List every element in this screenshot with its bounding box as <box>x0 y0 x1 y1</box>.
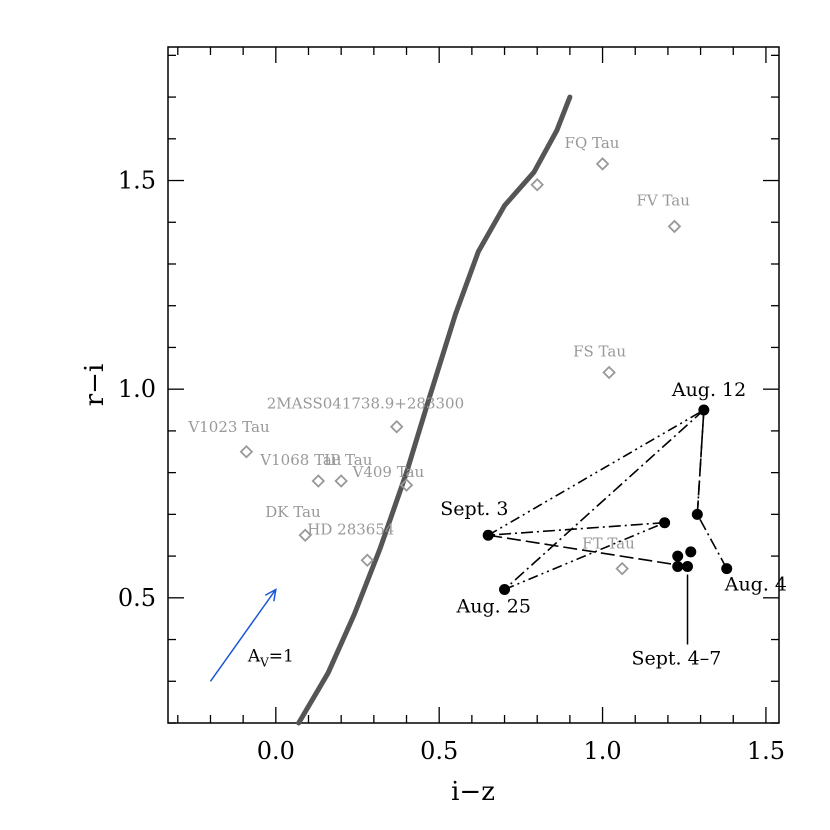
reddening-vector-layer: AV=1 <box>209 588 294 682</box>
star-label: FS Tau <box>573 342 626 360</box>
star-marker <box>389 419 404 434</box>
epoch-connector <box>696 409 705 515</box>
star-label: FV Tau <box>636 191 690 209</box>
y-tick-label: 0.5 <box>118 584 156 612</box>
epoch-label: Aug. 4 <box>724 574 787 596</box>
star-marker <box>360 553 375 568</box>
epoch-label: Sept. 3 <box>440 498 508 520</box>
star-marker <box>595 157 610 171</box>
axis-ticks <box>168 47 779 724</box>
epoch-label: Aug. 12 <box>671 379 746 401</box>
epochs-layer: Aug. 4 Aug. 12 Aug. 25 Sept. 3 Sept. 4–7 <box>440 379 787 669</box>
epoch-lines-layer <box>487 409 728 591</box>
epoch-connector <box>488 534 688 568</box>
star-label: IP Tau <box>324 451 373 469</box>
epoch-point <box>499 583 511 595</box>
epoch-point <box>721 563 733 575</box>
epoch-point <box>698 404 710 416</box>
stars-layer: FQ Tau FV Tau FS Tau 2MASS041738.9+283300V1… <box>187 134 690 576</box>
epoch-connector <box>487 409 705 536</box>
star-label: V409 Tau <box>352 463 425 481</box>
epoch-point <box>685 546 697 558</box>
star-label: FT Tau <box>582 535 635 553</box>
star-label: HD 283654 <box>307 520 394 538</box>
epoch-connector <box>488 521 665 537</box>
star-label: FQ Tau <box>565 134 620 152</box>
reddening-vector-label: AV=1 <box>247 646 294 669</box>
star-marker <box>311 474 326 488</box>
x-tick-label: 1.5 <box>747 737 785 765</box>
y-tick-label: 1.5 <box>118 167 156 195</box>
star-marker <box>239 444 254 459</box>
star-label: DK Tau <box>265 503 321 521</box>
y-axis-title: r−i <box>80 364 110 407</box>
star-marker <box>602 365 616 380</box>
epoch-label: Aug. 25 <box>456 595 531 617</box>
plot-frame <box>167 46 780 724</box>
epoch-label: Sept. 4–7 <box>632 648 722 670</box>
star-label: V1023 Tau <box>187 418 270 436</box>
x-tick-label: 0.0 <box>257 737 295 765</box>
epoch-point <box>672 561 684 573</box>
sequence-curve <box>296 94 573 726</box>
epoch-point <box>482 529 494 541</box>
epoch-connector <box>504 409 705 591</box>
star-label: V1068 Tau <box>259 451 342 469</box>
star-marker <box>667 219 682 234</box>
sequence-curve-layer <box>296 94 573 726</box>
epoch-point <box>672 550 684 562</box>
star-marker <box>334 474 348 488</box>
epoch-connector <box>696 409 705 515</box>
star-marker <box>298 528 313 542</box>
epoch-point <box>682 561 694 573</box>
axis-tick-labels: 0.0 0.5 1.0 1.5 0.5 1.0 1.5 <box>118 167 785 765</box>
epoch-point <box>691 508 703 520</box>
x-tick-label: 1.0 <box>583 737 621 765</box>
x-tick-label: 0.5 <box>420 737 458 765</box>
reddening-arrow-shaft <box>209 589 277 682</box>
epoch-connector <box>696 513 728 569</box>
y-tick-label: 1.0 <box>118 375 156 403</box>
epoch-connector <box>504 521 665 591</box>
star-label: 2MASS041738.9+283300 <box>267 395 464 413</box>
reddening-arrow-head <box>264 588 277 602</box>
star-marker <box>615 561 629 576</box>
x-axis-title: i−z <box>451 777 495 807</box>
star-marker <box>399 478 414 492</box>
epoch-point <box>659 517 671 529</box>
star-marker <box>530 177 544 192</box>
